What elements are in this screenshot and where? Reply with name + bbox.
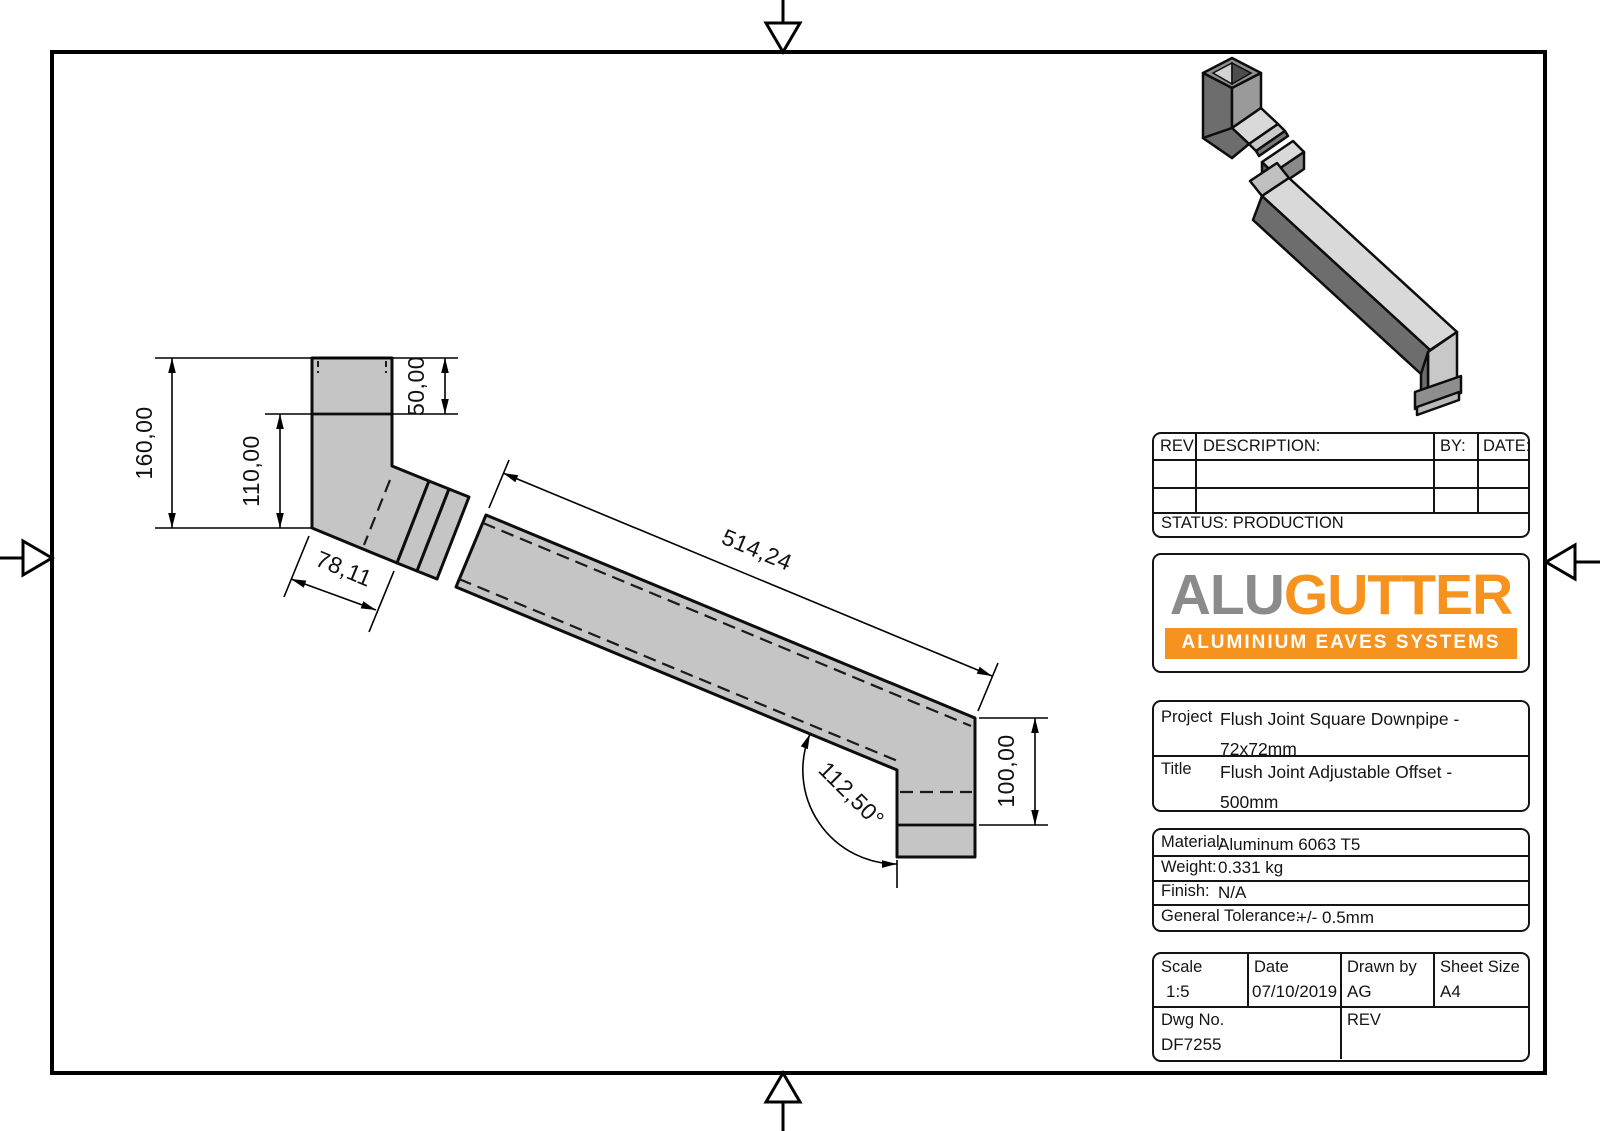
project-title-box: Project Flush Joint Square Downpipe - 72… (1152, 700, 1530, 812)
centering-mark-right (1543, 542, 1600, 582)
revision-table: REV: DESCRIPTION: BY: DATE: STATUS: PROD… (1152, 432, 1530, 538)
iso-stub-collar-bottom (1415, 390, 1461, 417)
drawn-by-value: AG (1347, 982, 1372, 1001)
rev-header: REV: (1160, 437, 1198, 455)
title-value: Flush Joint Adjustable Offset - 500mm (1220, 762, 1453, 812)
weight-value: 0.331 kg (1218, 858, 1284, 877)
tolerance-value: +/- 0.5mm (1297, 908, 1374, 927)
material-label: Material: (1161, 833, 1225, 851)
title-label: Title (1161, 760, 1192, 778)
scale-label: Scale (1161, 958, 1203, 976)
date-label: Date (1254, 958, 1289, 976)
dim-outlet-height: 100,00 (993, 734, 1019, 807)
material-value: Aluminum 6063 T5 (1218, 835, 1361, 854)
date-value: 07/10/2019 (1252, 982, 1338, 1001)
centering-mark-top (763, 0, 803, 55)
sheet-size-label: Sheet Size (1440, 958, 1520, 976)
status-text: STATUS: PRODUCTION (1161, 514, 1344, 532)
dim-upper-height: 50,00 (403, 356, 429, 416)
dwg-no-label: Dwg No. (1161, 1011, 1225, 1029)
brand-tagline: ALUMINIUM EAVES SYSTEMS (1165, 628, 1517, 659)
scale-value: 1:5 (1166, 982, 1190, 1001)
brand-logo-gutter: GUTTER (1283, 563, 1513, 627)
drawn-by-label: Drawn by (1347, 958, 1417, 976)
brand-logo: ALUGUTTER (1170, 567, 1513, 624)
finish-value: N/A (1218, 883, 1247, 902)
iso-segment-front (1254, 129, 1290, 158)
sheet-size-value: A4 (1440, 982, 1461, 1001)
specs-box: Material: Aluminum 6063 T5 Weight: 0.331… (1152, 828, 1530, 932)
finish-label: Finish: (1161, 882, 1210, 900)
iso-stub-collar (1413, 374, 1463, 411)
date-header: DATE: (1483, 437, 1531, 455)
description-header: DESCRIPTION: (1203, 437, 1321, 455)
project-label: Project (1161, 708, 1213, 726)
iso-rim-inner-dark (1231, 61, 1253, 86)
brand-logo-alu: ALU (1169, 563, 1285, 627)
rev-label: REV (1347, 1011, 1381, 1029)
dim-total-height: 160,00 (131, 406, 157, 479)
dim-lower-height: 110,00 (238, 435, 264, 507)
centering-mark-bottom (763, 1070, 803, 1131)
by-header: BY: (1440, 437, 1466, 455)
centering-mark-left (0, 538, 55, 578)
elbow-segment-2 (415, 487, 471, 581)
weight-label: Weight: (1161, 858, 1217, 876)
project-value: Flush Joint Square Downpipe - 72x72mm (1220, 709, 1460, 759)
elbow-hidden-cut (362, 479, 392, 546)
meta-box: Scale 1:5 Date 07/10/2019 Drawn by AG Sh… (1152, 952, 1530, 1062)
iso-view (1201, 56, 1463, 417)
logo-box: ALUGUTTER ALUMINIUM EAVES SYSTEMS (1152, 553, 1530, 673)
tolerance-label: General Tolerance: (1161, 907, 1301, 925)
dwg-no-value: DF7255 (1161, 1035, 1222, 1054)
